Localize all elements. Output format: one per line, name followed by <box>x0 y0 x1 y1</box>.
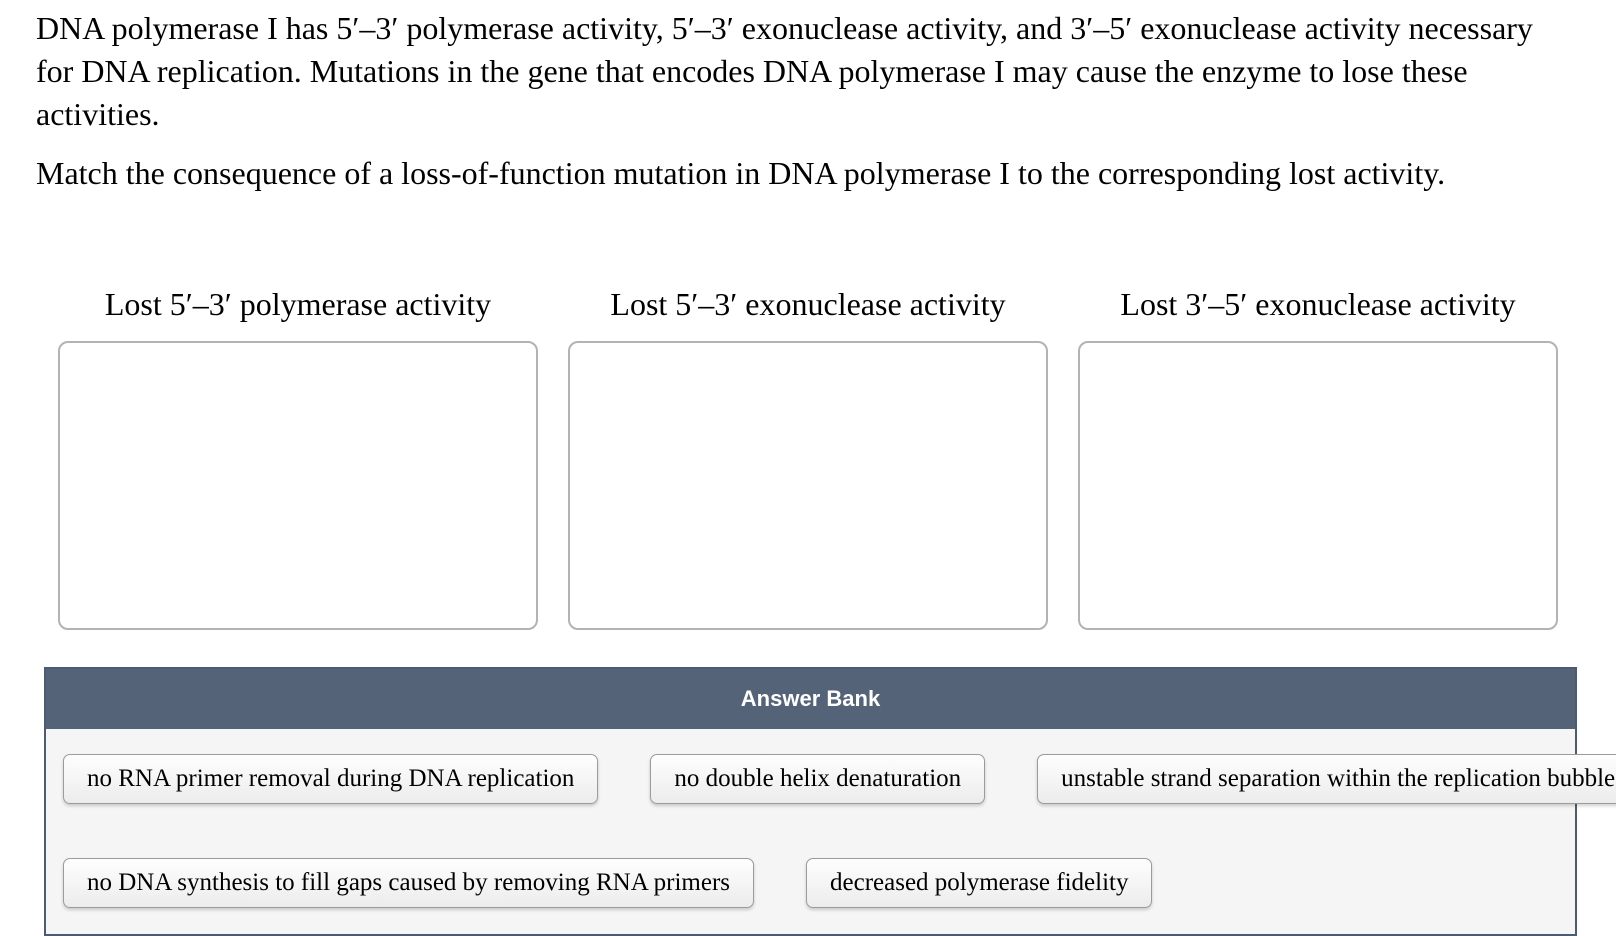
target-label-lost-5-3-exonuclease: Lost 5′–3′ exonuclease activity <box>610 286 1006 322</box>
match-column-3-5-exonuclease: Lost 3′–5′ exonuclease activity <box>1078 283 1558 630</box>
answer-item-no-double-helix-denaturation[interactable]: no double helix denaturation <box>650 754 986 804</box>
match-column-polymerase: Lost 5′–3′ polymerase activity <box>58 283 538 630</box>
intro-paragraph-2: Match the consequence of a loss-of-funct… <box>36 155 1446 191</box>
answer-bank-row-2: no DNA synthesis to fill gaps caused by … <box>63 858 1558 908</box>
drop-zone-lost-5-3-exonuclease[interactable] <box>568 341 1048 630</box>
drop-zone-lost-5-3-polymerase[interactable] <box>58 341 538 630</box>
answer-item-decreased-polymerase-fidelity[interactable]: decreased polymerase fidelity <box>806 858 1153 908</box>
answer-bank-header: Answer Bank <box>46 669 1575 729</box>
target-label-lost-3-5-exonuclease: Lost 3′–5′ exonuclease activity <box>1120 286 1516 322</box>
match-column-5-3-exonuclease: Lost 5′–3′ exonuclease activity <box>568 283 1048 630</box>
answer-item-no-rna-primer-removal[interactable]: no RNA primer removal during DNA replica… <box>63 754 599 804</box>
answer-bank: Answer Bank no RNA primer removal during… <box>44 667 1616 936</box>
answer-item-unstable-strand-separation[interactable]: unstable strand separation within the re… <box>1037 754 1616 804</box>
answer-item-no-dna-synthesis-fill-gaps[interactable]: no DNA synthesis to fill gaps caused by … <box>63 858 754 908</box>
answer-bank-row-1: no RNA primer removal during DNA replica… <box>63 754 1616 804</box>
answer-bank-body: no RNA primer removal during DNA replica… <box>46 729 1616 934</box>
instructions: DNA polymerase I has 5′–3′ polymerase ac… <box>36 7 1552 195</box>
target-label-lost-5-3-polymerase: Lost 5′–3′ polymerase activity <box>104 286 492 322</box>
matching-area: Lost 5′–3′ polymerase activity Lost 5′–3… <box>58 283 1616 630</box>
drop-zone-lost-3-5-exonuclease[interactable] <box>1078 341 1558 630</box>
intro-paragraph-1: DNA polymerase I has 5′–3′ polymerase ac… <box>36 10 1533 132</box>
